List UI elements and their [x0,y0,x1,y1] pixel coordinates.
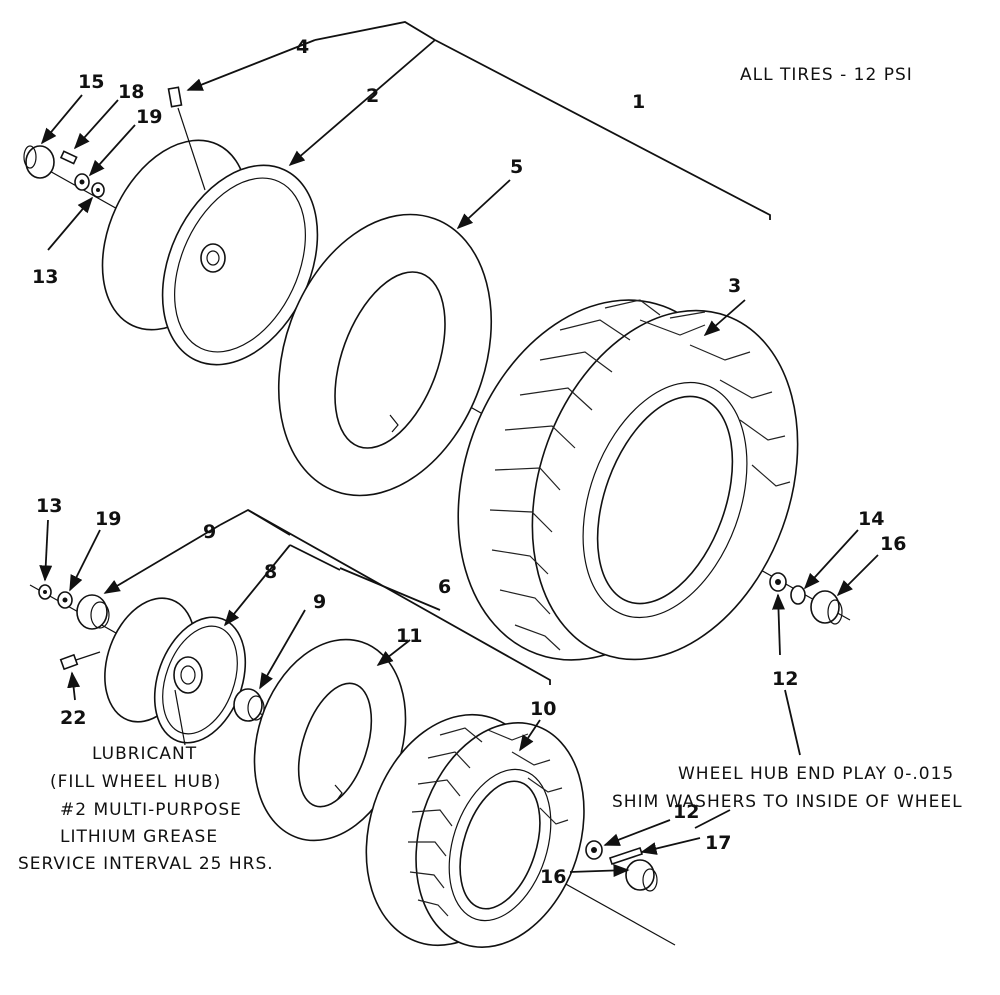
callout-2: 2 [366,85,379,107]
leader-13-lower [39,519,53,582]
leader-9-lower [259,609,306,690]
leader-16-upper [836,554,879,597]
leader-14 [803,529,859,590]
leader-6 [339,567,441,611]
callout-10: 10 [530,698,556,720]
pin-18 [59,150,78,165]
callout-6: 6 [438,576,451,598]
note-lube-3: #2 MULTI-PURPOSE [60,800,242,820]
callout-22: 22 [60,707,86,729]
tire-upper [457,299,799,661]
leader-19-lower [69,529,101,592]
leader-10 [519,719,541,752]
callout-14: 14 [858,508,884,530]
leader-13-upper [47,196,94,251]
callout-3: 3 [728,275,741,297]
note-tire-pressure: ALL TIRES - 12 PSI [740,65,913,85]
leader-8 [223,544,291,627]
note-lube-4: LITHIUM GREASE [60,827,218,847]
callout-8: 8 [264,561,277,583]
callout-13b: 13 [36,495,62,517]
inner-tube-lower [253,638,407,842]
note-lube-1: LUBRICANT [92,744,197,764]
washer-19-upper [74,173,90,191]
callout-18: 18 [118,81,144,103]
leader-12-lower [603,819,671,846]
note-lube-2: (FILL WHEEL HUB) [50,772,221,792]
rim-upper [101,139,319,366]
cap-16-lower [625,859,658,892]
tire-lower [365,713,585,948]
cap-15 [23,145,55,179]
leader-5 [456,179,511,230]
bearing-9-inner [233,688,265,722]
callout-12a: 12 [772,668,798,690]
leader-4 [186,39,316,91]
leader-15 [40,94,83,145]
note-lube-5: SERVICE INTERVAL 25 HRS. [18,854,274,874]
note-endplay-1: WHEEL HUB END PLAY 0-.015 [678,764,954,784]
callout-9a: 9 [203,521,216,543]
callout-5: 5 [510,156,523,178]
leader-19-upper [88,124,136,177]
note-endplay-2: SHIM WASHERS TO INSIDE OF WHEEL [612,792,963,812]
leader-9-upper [103,524,221,594]
leader-8b [289,544,341,571]
valve-stem-upper [167,86,206,191]
washer-19-lower [57,591,73,609]
cap-16-upper [810,590,843,625]
washer-12-upper [769,572,787,592]
bracket-4 [314,21,436,41]
leader-2 [288,39,436,167]
callout-19a: 19 [136,106,162,128]
bearing-9-outer [76,594,110,630]
bracket-6 [247,509,551,685]
callout-9b: 9 [313,591,326,613]
washer-14 [790,585,806,605]
callout-16a: 16 [880,533,906,555]
leader-12-lower-note [694,809,731,829]
callout-16b: 16 [540,866,566,888]
grease-fitting-22 [59,651,101,671]
washer-13-lower [38,584,52,600]
callout-11: 11 [396,625,422,647]
hub-8 [104,597,247,746]
leader-3 [703,299,746,337]
inner-tube-upper [277,213,493,497]
leader-12-upper [772,593,785,656]
callout-17: 17 [705,832,731,854]
leader-18 [73,99,119,150]
washer-13-upper [91,182,105,198]
callout-19b: 19 [95,508,121,530]
callout-4: 4 [296,36,309,58]
bracket-1 [434,39,771,220]
callout-1: 1 [632,91,645,113]
callout-15: 15 [78,71,104,93]
leader-22 [67,671,81,701]
leader-17 [640,837,701,855]
washer-12-lower [585,840,603,860]
leader-11 [376,639,411,666]
leader-12-note [784,689,801,756]
callout-12b: 12 [673,801,699,823]
leader-16-lower [569,864,630,877]
callout-13a: 13 [32,266,58,288]
